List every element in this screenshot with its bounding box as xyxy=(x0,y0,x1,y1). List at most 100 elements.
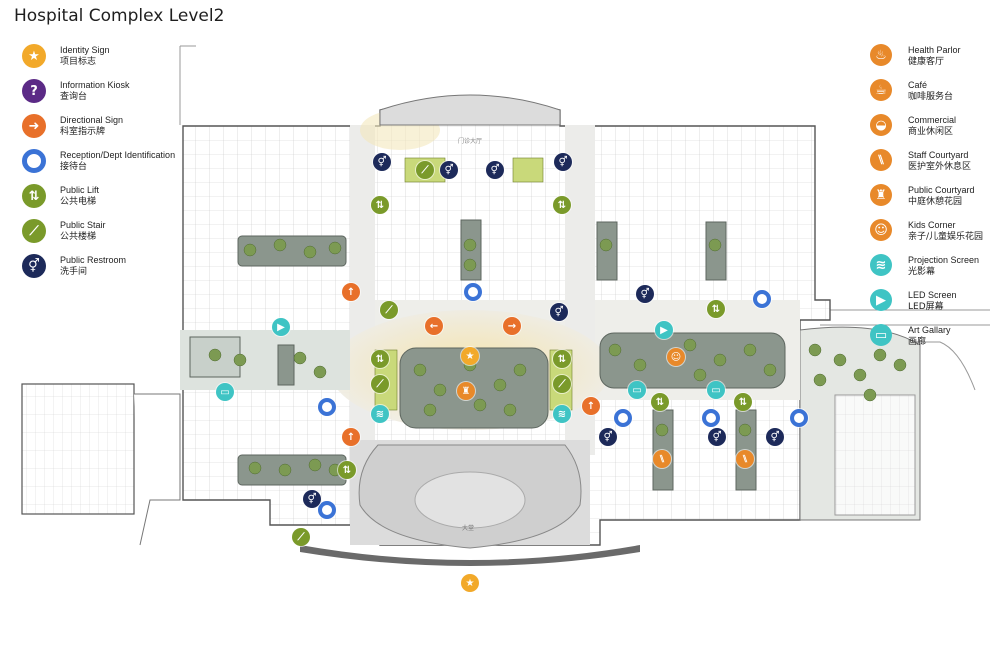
identity-sign-marker[interactable]: ★ xyxy=(461,347,479,365)
restroom-marker[interactable]: ⚥ xyxy=(440,161,458,179)
tree xyxy=(423,403,437,417)
reception-marker[interactable] xyxy=(790,409,808,427)
reception-marker[interactable] xyxy=(318,501,336,519)
restroom-marker[interactable]: ⚥ xyxy=(636,285,654,303)
tree xyxy=(433,383,447,397)
restroom-marker[interactable]: ⚥ xyxy=(554,153,572,171)
tree xyxy=(233,353,247,367)
legend-label-cn: 项目标志 xyxy=(60,57,97,67)
gallery-icon: ▭ xyxy=(870,324,892,346)
shop-icon: ◒ xyxy=(870,114,892,136)
reception-marker[interactable] xyxy=(464,283,482,301)
restroom-marker[interactable]: ⚥ xyxy=(599,428,617,446)
coffee-icon: ☕ xyxy=(870,79,892,101)
site-lines xyxy=(179,45,990,391)
restroom-marker[interactable]: ⚥ xyxy=(766,428,784,446)
lift-marker[interactable]: ⇅ xyxy=(338,461,356,479)
projection-icon: ≋ xyxy=(870,254,892,276)
reception-marker[interactable] xyxy=(614,409,632,427)
legend-label-en: Art Gallary xyxy=(908,325,951,335)
directional-sign-marker[interactable]: ← xyxy=(425,317,443,335)
tree xyxy=(853,368,867,382)
tree xyxy=(713,353,727,367)
tree xyxy=(473,398,487,412)
legend-label-cn: 中庭休憩花园 xyxy=(908,197,963,207)
stair-marker[interactable]: ⟋ xyxy=(416,161,434,179)
tree xyxy=(248,461,262,475)
legend-label-en: LED Screen xyxy=(908,290,957,300)
legend-label-cn: 科室指示牌 xyxy=(60,127,106,137)
restroom-marker[interactable]: ⚥ xyxy=(373,153,391,171)
legend-label-en: Health Parlor xyxy=(908,45,961,55)
lift-marker[interactable]: ⇅ xyxy=(553,196,571,214)
restroom-marker[interactable]: ⚥ xyxy=(303,490,321,508)
entrance-hall xyxy=(300,94,640,566)
directional-sign-marker[interactable]: ↑ xyxy=(582,397,600,415)
led-screen-marker[interactable]: ▶ xyxy=(272,318,290,336)
gallery-marker[interactable]: ▭ xyxy=(628,381,646,399)
legend-label-cn: 公共楼梯 xyxy=(60,232,97,242)
projection-marker[interactable]: ≋ xyxy=(553,405,571,423)
tree xyxy=(278,463,292,477)
lift-marker[interactable]: ⇅ xyxy=(371,350,389,368)
stair-marker[interactable]: ⟋ xyxy=(371,375,389,393)
restroom-marker[interactable]: ⚥ xyxy=(486,161,504,179)
lift-marker[interactable]: ⇅ xyxy=(371,196,389,214)
public-courtyard-marker[interactable]: ♜ xyxy=(457,382,475,400)
tree xyxy=(463,238,477,252)
tree xyxy=(693,368,707,382)
projection-marker[interactable]: ≋ xyxy=(371,405,389,423)
sofa-icon: ♨ xyxy=(870,44,892,66)
reception-marker[interactable] xyxy=(318,398,336,416)
tree xyxy=(813,373,827,387)
ring-icon xyxy=(22,149,46,173)
directional-sign-marker[interactable]: ↑ xyxy=(342,283,360,301)
lift-marker[interactable]: ⇅ xyxy=(734,393,752,411)
led-screen-marker[interactable]: ▶ xyxy=(655,321,673,339)
legend-label-cn: LED屏幕 xyxy=(908,302,944,312)
legend-label-cn: 咖啡服务台 xyxy=(908,92,954,102)
legend-label-cn: 亲子/儿童娱乐花园 xyxy=(908,232,984,242)
legend-label-en: Staff Courtyard xyxy=(908,150,969,160)
staff-courtyard-marker[interactable]: ⑊ xyxy=(653,450,671,468)
gallery-marker[interactable]: ▭ xyxy=(216,383,234,401)
lift-marker[interactable]: ⇅ xyxy=(707,300,725,318)
reception-marker[interactable] xyxy=(702,409,720,427)
legend-label-en: Café xyxy=(908,80,928,90)
directional-sign-marker[interactable]: → xyxy=(503,317,521,335)
stair-marker[interactable]: ⟋ xyxy=(553,375,571,393)
gallery-marker[interactable]: ▭ xyxy=(707,381,725,399)
legend-label-en: Directional Sign xyxy=(60,115,124,125)
legend-label-en: Public Restroom xyxy=(60,255,127,265)
restroom-marker[interactable]: ⚥ xyxy=(708,428,726,446)
question-icon: ? xyxy=(22,79,46,103)
tree xyxy=(293,351,307,365)
left-annex xyxy=(21,383,135,515)
identity-sign-marker[interactable]: ★ xyxy=(461,574,479,592)
stair-marker[interactable]: ⟋ xyxy=(380,301,398,319)
reception-marker[interactable] xyxy=(753,290,771,308)
staff-courtyard-marker[interactable]: ⑊ xyxy=(736,450,754,468)
tree xyxy=(763,363,777,377)
lift-marker[interactable]: ⇅ xyxy=(553,350,571,368)
restroom-marker[interactable]: ⚥ xyxy=(550,303,568,321)
page-title: Hospital Complex Level2 xyxy=(14,6,225,26)
tree xyxy=(413,363,427,377)
tree xyxy=(243,243,257,257)
directional-sign-marker[interactable]: ↑ xyxy=(342,428,360,446)
tree xyxy=(708,238,722,252)
tree xyxy=(608,343,622,357)
legend-label-en: Information Kiosk xyxy=(60,80,130,90)
kids-corner-marker[interactable]: ☺ xyxy=(667,348,685,366)
tree xyxy=(303,245,317,259)
stair-marker[interactable]: ⟋ xyxy=(292,528,310,546)
lift-marker[interactable]: ⇅ xyxy=(651,393,669,411)
tree xyxy=(493,378,507,392)
